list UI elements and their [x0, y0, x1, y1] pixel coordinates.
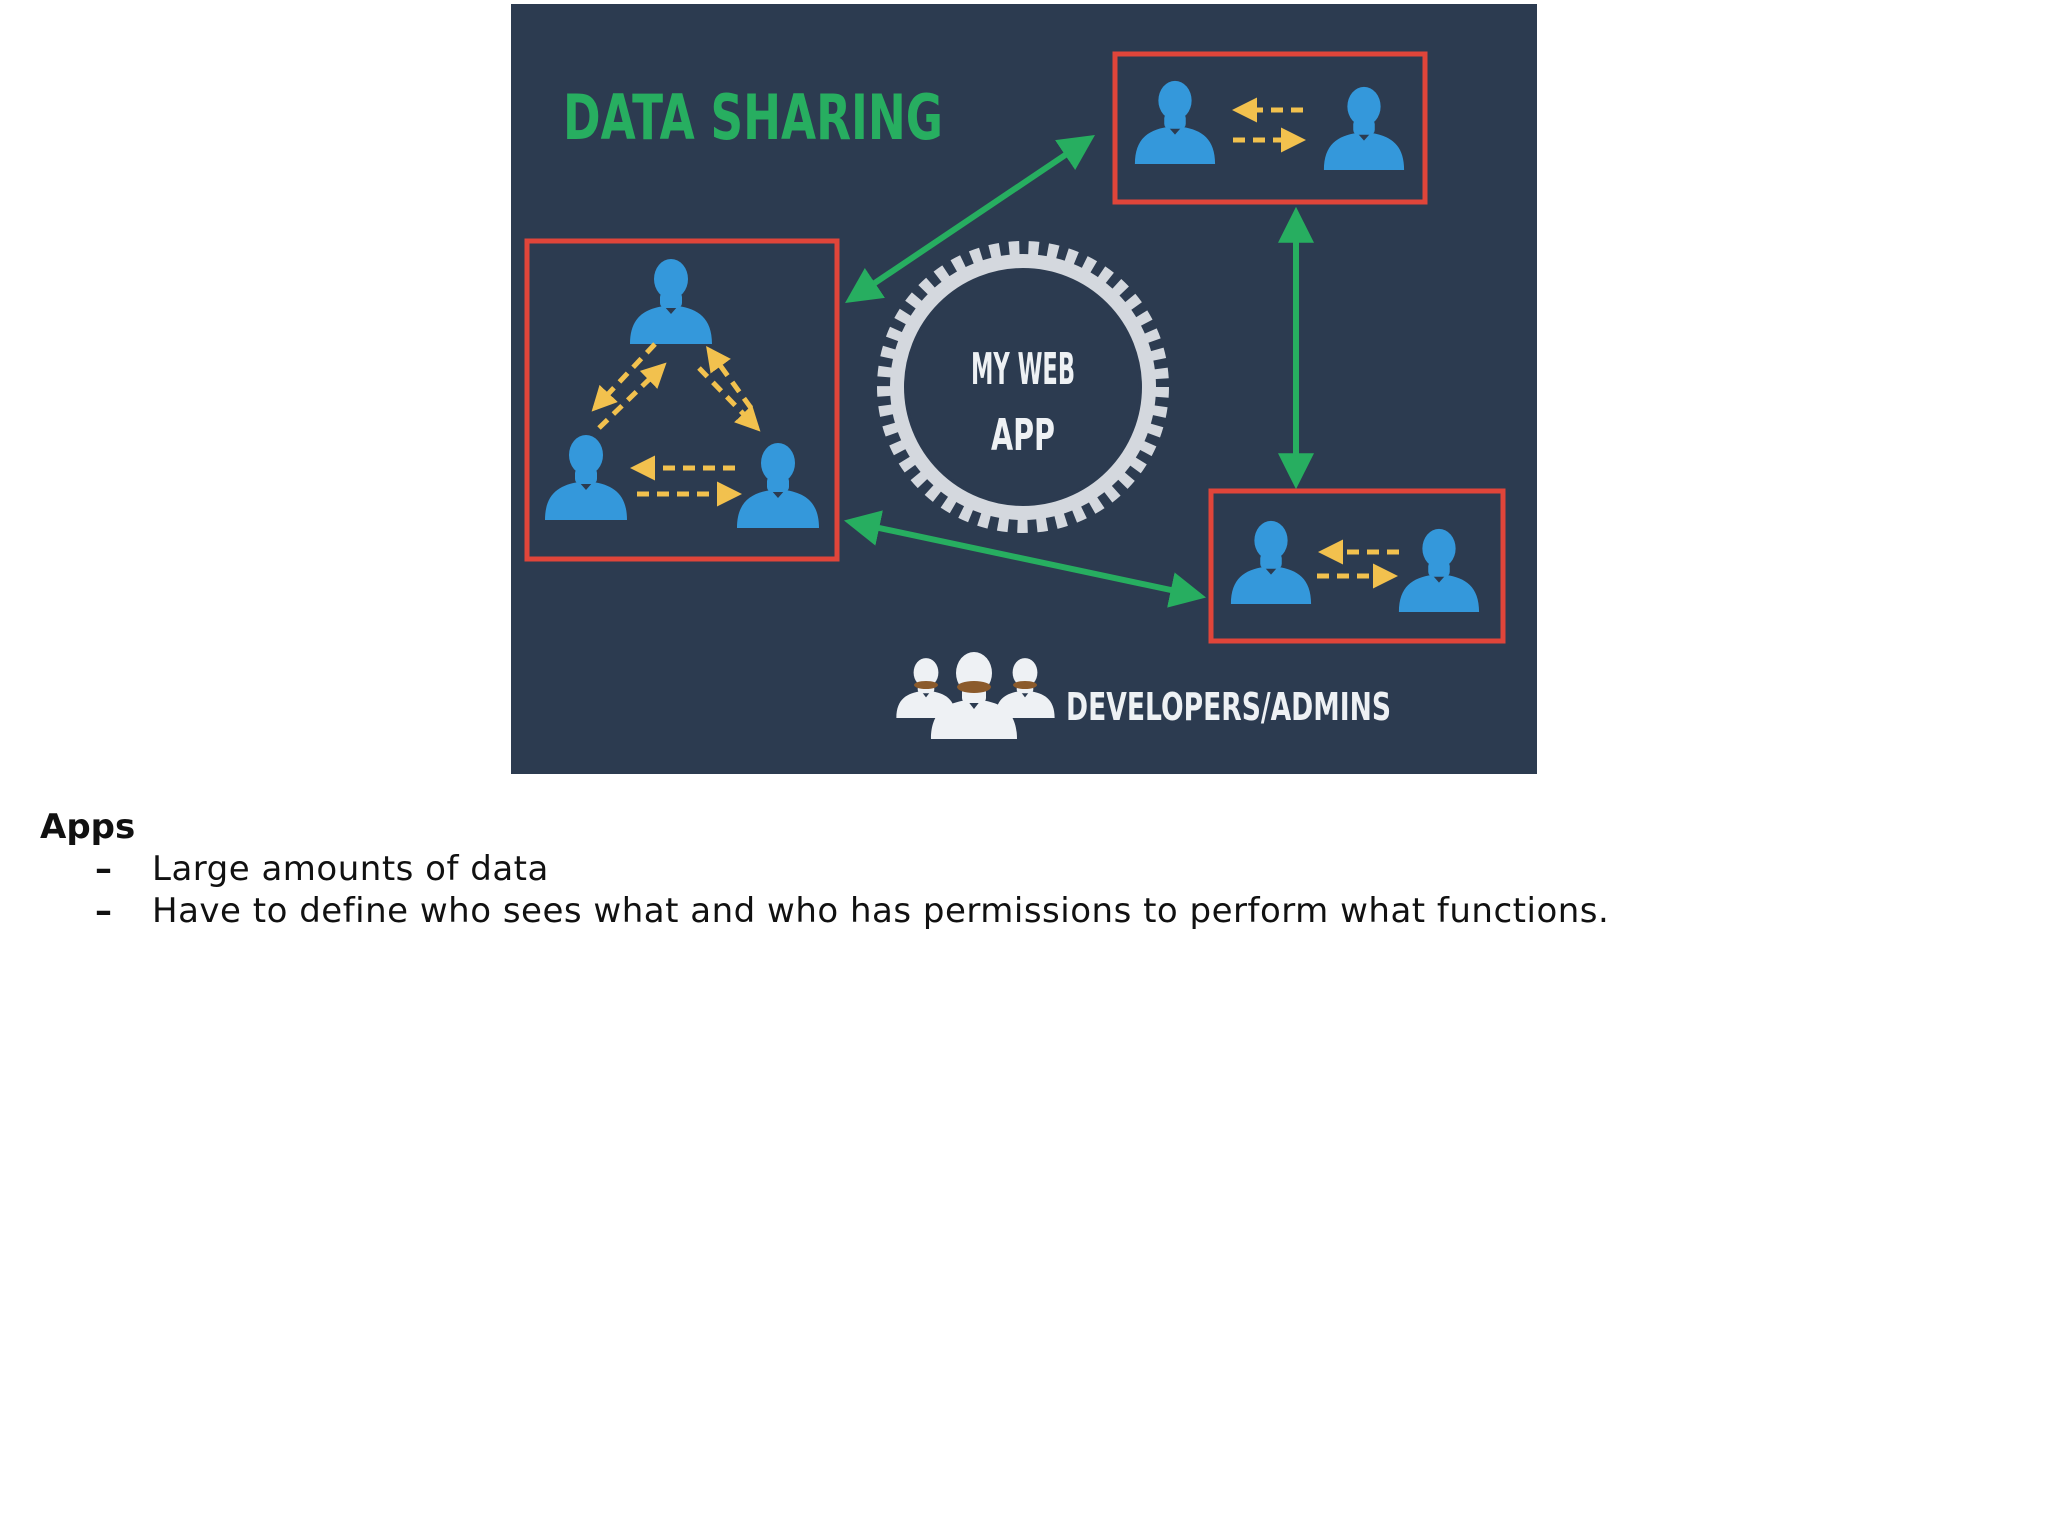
bullet-dash-icon: –	[95, 849, 113, 889]
user-group-box	[524, 238, 840, 562]
gear-icon	[877, 241, 1169, 533]
user-pair-box-top	[1112, 51, 1428, 205]
connection-arrows	[843, 134, 1314, 608]
center-label-line2: APP	[991, 410, 1055, 461]
center-label-line1: MY WEB	[971, 344, 1075, 395]
caption: Apps – Large amounts of data – Have to d…	[40, 806, 2000, 932]
caption-bullet: – Have to define who sees what and who h…	[40, 890, 2000, 932]
user-pair-box-bottom	[1208, 488, 1506, 644]
data-sharing-diagram: DATA SHARING	[511, 4, 1537, 774]
mustache-icon	[914, 681, 938, 689]
diagram-title: DATA SHARING	[563, 81, 943, 154]
caption-bullet-list: – Large amounts of data – Have to define…	[40, 848, 2000, 932]
arrow-group-to-top-right	[845, 134, 1095, 304]
caption-bullet: – Large amounts of data	[40, 848, 2000, 890]
mustache-icon	[1013, 681, 1037, 689]
footer-label: DEVELOPERS/ADMINS	[1066, 685, 1391, 729]
caption-bullet-text: Large amounts of data	[152, 849, 549, 889]
caption-bullet-text: Have to define who sees what and who has…	[152, 891, 1610, 931]
developers-admins-icon	[896, 652, 1055, 739]
caption-heading: Apps	[40, 807, 136, 847]
bullet-dash-icon: –	[95, 891, 113, 931]
arrow-group-to-bottom-right	[843, 510, 1207, 608]
mustache-icon	[957, 681, 991, 693]
